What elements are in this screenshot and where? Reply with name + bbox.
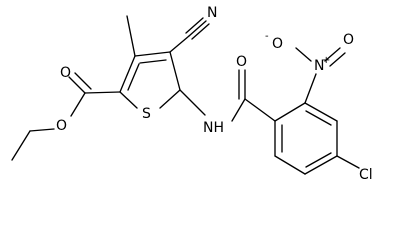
bond-methyl [126,15,136,57]
bond-benzene-4-inner [305,152,332,168]
ester-oxygen-label: O [56,118,67,134]
bond-benzene-1 [274,102,306,122]
bond-c2-ester-carbon [84,91,121,94]
bond-ester-oxygen-ch2 [29,128,55,132]
ester-carbonyl-oxygen-label: O [60,65,71,81]
bond-nitrile-triple-c [191,23,210,40]
bond-ring-c5-nh [179,89,206,116]
bond-ring-c3-c4-double [139,59,167,64]
bond-nitro-right-oxygen-double [329,52,346,67]
bond-benzene-2-inner [305,110,332,126]
bond-nitrile-triple-a [188,20,207,37]
bond-ring-c4-c5 [169,51,181,91]
bond-ester-carbon-oxygen [70,92,86,117]
bond-benzene-chlorine [336,155,360,169]
bond-ring-c5-s [159,89,181,109]
thiophene-sulfur-label: S [142,106,151,122]
nitrile-nitrogen-label: N [207,5,217,21]
amide-oxygen-label: O [236,54,247,70]
nitro-nitrogen-charge: + [322,55,330,66]
nitro-right-oxygen-label: O [343,32,354,48]
bond-ring-s-c2 [119,91,138,109]
nitro-nitrogen-label: N [314,58,324,74]
bond-nitro-left-oxygen [295,47,312,62]
bond-nitrile-single [169,35,190,53]
chlorine-label: Cl [359,167,373,183]
bond-ester-carbonyl-double [74,72,92,90]
bond-carbonyl-benzene [244,98,276,122]
amide-nh-label: NH [203,120,224,136]
bond-nitrile-triple-b [185,17,204,34]
bond-benzene-5 [274,155,306,175]
bond-benzene-4 [304,155,338,175]
bond-nitro-right-oxygen [324,47,341,62]
bond-ring-c2-c3-double [127,63,140,91]
bond-benzene-nitro [304,73,317,104]
bond-ethyl [11,130,31,161]
nitro-left-oxygen-label: O [272,36,283,52]
bond-ring-c2-c3 [119,55,136,93]
chemical-structure-diagram: N O - N + O O O S NH O Cl [11,5,373,183]
bond-ring-c3-c4 [134,51,171,57]
nitro-left-oxygen-charge: - [265,31,269,42]
bond-nh-carbonyl [231,98,246,122]
bond-ester-carbonyl [68,76,86,94]
bond-benzene-2 [304,102,338,122]
